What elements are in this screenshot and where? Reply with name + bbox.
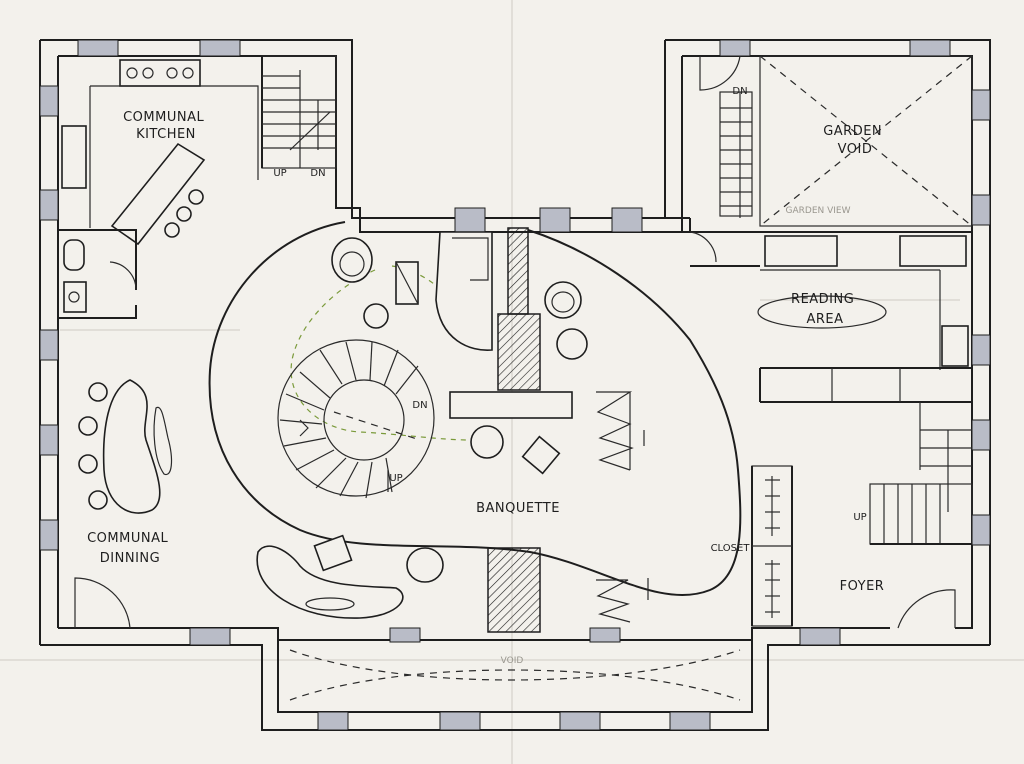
label-closet: CLOSET	[711, 543, 751, 554]
structural-walls	[487, 227, 541, 633]
label-reading-line1: READING	[791, 292, 854, 307]
room-labels: COMMUNAL KITCHEN GARDEN VOID READING ARE…	[87, 110, 887, 594]
note-garden-view: GARDEN VIEW	[786, 206, 851, 216]
label-kitchen: COMMUNAL KITCHEN	[123, 110, 209, 142]
label-garden-line2: VOID	[838, 142, 873, 157]
label-kitchen-up: UP	[273, 168, 286, 179]
lounge-curve	[208, 221, 742, 596]
label-foyer: FOYER	[840, 579, 885, 594]
label-spiral-dn: DN	[412, 400, 427, 411]
note-void: VOID	[501, 656, 524, 666]
label-garden-dn: DN	[732, 86, 747, 97]
label-kitchen-dn: DN	[310, 168, 325, 179]
bottom-void	[289, 649, 741, 701]
lounge-furniture	[256, 231, 649, 623]
spiral-stair	[277, 339, 435, 499]
label-dining: COMMUNAL DINNING	[87, 531, 173, 566]
garden-void	[699, 55, 973, 227]
label-foyer-up: UP	[853, 512, 866, 523]
label-banquette: BANQUETTE	[476, 501, 560, 516]
foyer	[751, 402, 973, 629]
label-kitchen-line1: COMMUNAL	[123, 110, 204, 125]
label-reading: READING AREA	[791, 292, 859, 327]
label-reading-line2: AREA	[806, 312, 843, 327]
label-garden-line1: GARDEN	[823, 124, 882, 139]
label-dining-line2: DINNING	[100, 551, 160, 566]
windows	[39, 39, 991, 731]
dining-furniture	[74, 379, 173, 629]
faint-notes: GARDEN VIEW VOID	[501, 206, 851, 666]
stair-labels: UP DN DN DN UP UP	[273, 86, 866, 523]
label-garden: GARDEN VOID	[823, 124, 887, 157]
kitchen-fixtures	[61, 55, 337, 246]
label-kitchen-line2: KITCHEN	[136, 127, 196, 142]
bathroom	[58, 229, 137, 319]
label-dining-line1: COMMUNAL	[87, 531, 168, 546]
label-spiral-up: UP	[389, 473, 402, 484]
reading-area	[689, 231, 972, 403]
